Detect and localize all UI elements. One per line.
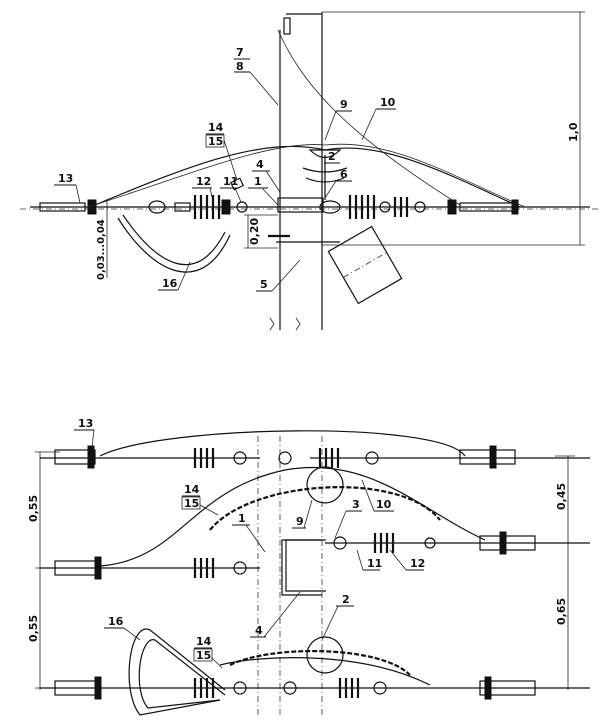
bottom-view: 0,55 0,55 0,45 0,65 bbox=[27, 417, 590, 716]
label-11: 11 bbox=[367, 557, 382, 570]
label-15a: 15 bbox=[184, 497, 199, 510]
label-2: 2 bbox=[342, 593, 350, 606]
label-3: 3 bbox=[352, 498, 360, 511]
label-12: 12 bbox=[410, 557, 425, 570]
label-9: 9 bbox=[296, 515, 304, 528]
tension-clamp-left bbox=[39, 202, 86, 212]
label-10: 10 bbox=[376, 498, 392, 511]
label-5: 5 bbox=[260, 278, 268, 291]
label-4: 4 bbox=[256, 158, 264, 171]
hose bbox=[117, 217, 231, 273]
phase-top bbox=[40, 430, 590, 469]
label-1: 1 bbox=[238, 512, 246, 525]
dim-offset-label: 0,03...0,04 bbox=[96, 219, 107, 280]
label-2: 2 bbox=[328, 150, 336, 163]
dim-left-lower: 0,55 bbox=[27, 615, 40, 642]
label-12: 12 bbox=[196, 175, 211, 188]
pin-insulator-bottom bbox=[306, 636, 344, 674]
label-4: 4 bbox=[255, 624, 263, 637]
dim-right-upper: 0,45 bbox=[555, 483, 568, 510]
label-13: 13 bbox=[78, 417, 93, 430]
hose-loop bbox=[128, 628, 226, 716]
top-view: 1,0 bbox=[20, 11, 600, 331]
angle-bracket bbox=[327, 225, 403, 305]
label-16: 16 bbox=[108, 615, 124, 628]
pin-insulator-top bbox=[306, 466, 344, 504]
phase-middle bbox=[40, 466, 590, 596]
jumper-cable bbox=[89, 145, 521, 208]
label-6: 6 bbox=[340, 168, 348, 181]
label-14a: 14 bbox=[184, 483, 200, 496]
label-16: 16 bbox=[162, 277, 178, 290]
label-14: 14 bbox=[208, 121, 224, 134]
label-10: 10 bbox=[380, 96, 396, 109]
label-15: 15 bbox=[208, 135, 223, 148]
insulator-string-right bbox=[319, 195, 426, 219]
label-8: 8 bbox=[236, 60, 244, 73]
label-9: 9 bbox=[340, 98, 348, 111]
dim-height-label: 1,0 bbox=[567, 122, 580, 142]
insulator-string-left bbox=[148, 195, 248, 219]
label-7: 7 bbox=[236, 46, 244, 59]
dim-spacing-label: 0,20 bbox=[248, 218, 261, 245]
pole bbox=[269, 12, 323, 331]
label-1: 1 bbox=[254, 175, 262, 188]
label-15b: 15 bbox=[196, 649, 211, 662]
dim-left-upper: 0,55 bbox=[27, 495, 40, 522]
phase-bottom bbox=[40, 657, 590, 700]
label-11: 11 bbox=[223, 175, 238, 188]
label-14b: 14 bbox=[196, 635, 212, 648]
label-13: 13 bbox=[58, 172, 73, 185]
dim-right-lower: 0,65 bbox=[555, 598, 568, 625]
